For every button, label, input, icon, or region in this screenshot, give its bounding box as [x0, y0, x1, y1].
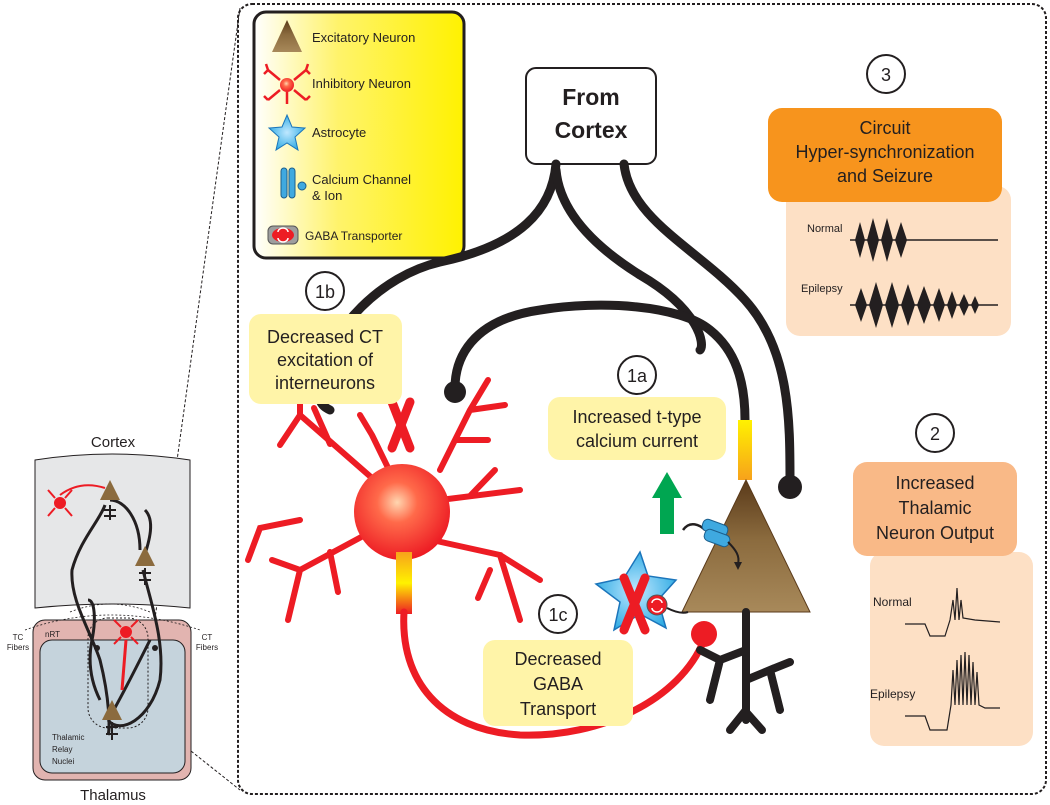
gaba-transporter [646, 594, 689, 616]
inhibitory-axon [400, 608, 708, 739]
left-schematic: Cortex nRT TC Fibers CT Fibers Thalamic … [7, 434, 218, 804]
svg-text:Fibers: Fibers [196, 643, 218, 652]
inhibitory-neuron [245, 377, 543, 623]
legend-box: Excitatory Neuron Inhibitory Neuron Astr… [252, 10, 466, 260]
svg-text:calcium current: calcium current [576, 431, 698, 451]
synapse-terminal-pyr [778, 475, 802, 499]
svg-text:and Seizure: and Seizure [837, 166, 933, 186]
gaba-transporter-icon [267, 225, 299, 245]
callout-ct-excitation: Decreased CT excitation of interneurons [249, 314, 402, 404]
svg-text:Neuron Output: Neuron Output [876, 523, 994, 543]
label-1c: 1c [538, 594, 578, 634]
svg-text:1c: 1c [548, 605, 567, 625]
svg-text:Normal: Normal [807, 223, 842, 235]
calcium-channel-icon [280, 167, 307, 199]
calcium-channel [681, 518, 742, 570]
synapse-terminal-ct [444, 381, 466, 403]
label-1b: 1b [305, 271, 345, 311]
normal-burst-trace [855, 218, 907, 262]
svg-text:excitation of: excitation of [277, 350, 374, 370]
svg-text:Hyper-synchronization: Hyper-synchronization [795, 142, 974, 162]
svg-text:Transport: Transport [520, 699, 596, 719]
svg-text:1b: 1b [315, 282, 335, 302]
svg-text:interneurons: interneurons [275, 373, 375, 393]
from-cortex-line2: Cortex [555, 117, 628, 143]
callout-gaba-transport: Decreased GABA Transport [483, 640, 633, 726]
from-cortex-line1: From [562, 84, 620, 110]
svg-text:TC: TC [13, 633, 24, 642]
callout-ttype-current: Increased t-type calcium current [548, 397, 726, 460]
inhibitory-soma [354, 464, 450, 560]
legend-calcium-label-2: & Ion [312, 188, 342, 203]
basal-dendrites [696, 608, 794, 734]
inhibitory-axon-hillock [396, 552, 412, 614]
legend-calcium-label-1: Calcium Channel [312, 172, 411, 187]
inhibitory-neuron-icon [263, 63, 311, 104]
svg-text:Normal: Normal [873, 595, 912, 609]
legend-astrocyte-label: Astrocyte [312, 125, 366, 140]
main-panel-frame [237, 3, 1047, 795]
cortex-label: Cortex [91, 434, 136, 451]
epilepsy-spike-trace [905, 651, 1000, 731]
svg-text:3: 3 [881, 65, 891, 85]
legend-gaba-label: GABA Transporter [305, 229, 402, 243]
svg-text:Relay: Relay [52, 745, 72, 754]
svg-text:Thalamic: Thalamic [898, 498, 971, 518]
svg-text:Decreased: Decreased [514, 649, 601, 669]
increase-arrow-icon [652, 472, 682, 534]
svg-text:Increased: Increased [895, 473, 974, 493]
svg-text:Fibers: Fibers [7, 643, 29, 652]
svg-text:Increased t-type: Increased t-type [572, 407, 701, 427]
inhibitory-terminal [691, 621, 717, 647]
svg-text:GABA: GABA [533, 674, 583, 694]
zoom-line-bottom [151, 719, 241, 791]
svg-text:Nuclei: Nuclei [52, 757, 74, 766]
astrocyte-icon [267, 113, 307, 152]
from-cortex-box: From Cortex [525, 67, 657, 165]
cortex-region [34, 453, 191, 609]
svg-text:Thalamic: Thalamic [52, 733, 84, 742]
svg-text:Decreased CT: Decreased CT [267, 327, 383, 347]
legend-excitatory-label: Excitatory Neuron [312, 30, 415, 45]
epilepsy-burst-trace [855, 282, 979, 328]
label-2: 2 [915, 413, 955, 453]
apical-dendrite-tip [738, 420, 752, 480]
thalamus-label: Thalamus [80, 787, 146, 804]
svg-text:Epilepsy: Epilepsy [870, 687, 915, 701]
svg-text:2: 2 [930, 424, 940, 444]
svg-text:CT: CT [202, 633, 213, 642]
excitatory-neuron [681, 478, 811, 613]
excitatory-neuron-icon [272, 20, 302, 52]
svg-text:Circuit: Circuit [859, 118, 910, 138]
svg-text:Epilepsy: Epilepsy [801, 283, 843, 295]
normal-spike-trace [905, 587, 1001, 637]
blocked-astrocyte-x [619, 573, 650, 635]
svg-text:1a: 1a [627, 366, 648, 386]
legend-inhibitory-label: Inhibitory Neuron [312, 76, 411, 91]
panel-circuit: Circuit Hyper-synchronization and Seizur… [768, 108, 1011, 336]
label-1a: 1a [617, 355, 657, 395]
blocked-ct-x [387, 397, 415, 453]
panel-thalamic-output: Increased Thalamic Neuron Output Normal … [853, 462, 1033, 746]
svg-text:nRT: nRT [45, 630, 60, 639]
label-3: 3 [866, 54, 906, 94]
